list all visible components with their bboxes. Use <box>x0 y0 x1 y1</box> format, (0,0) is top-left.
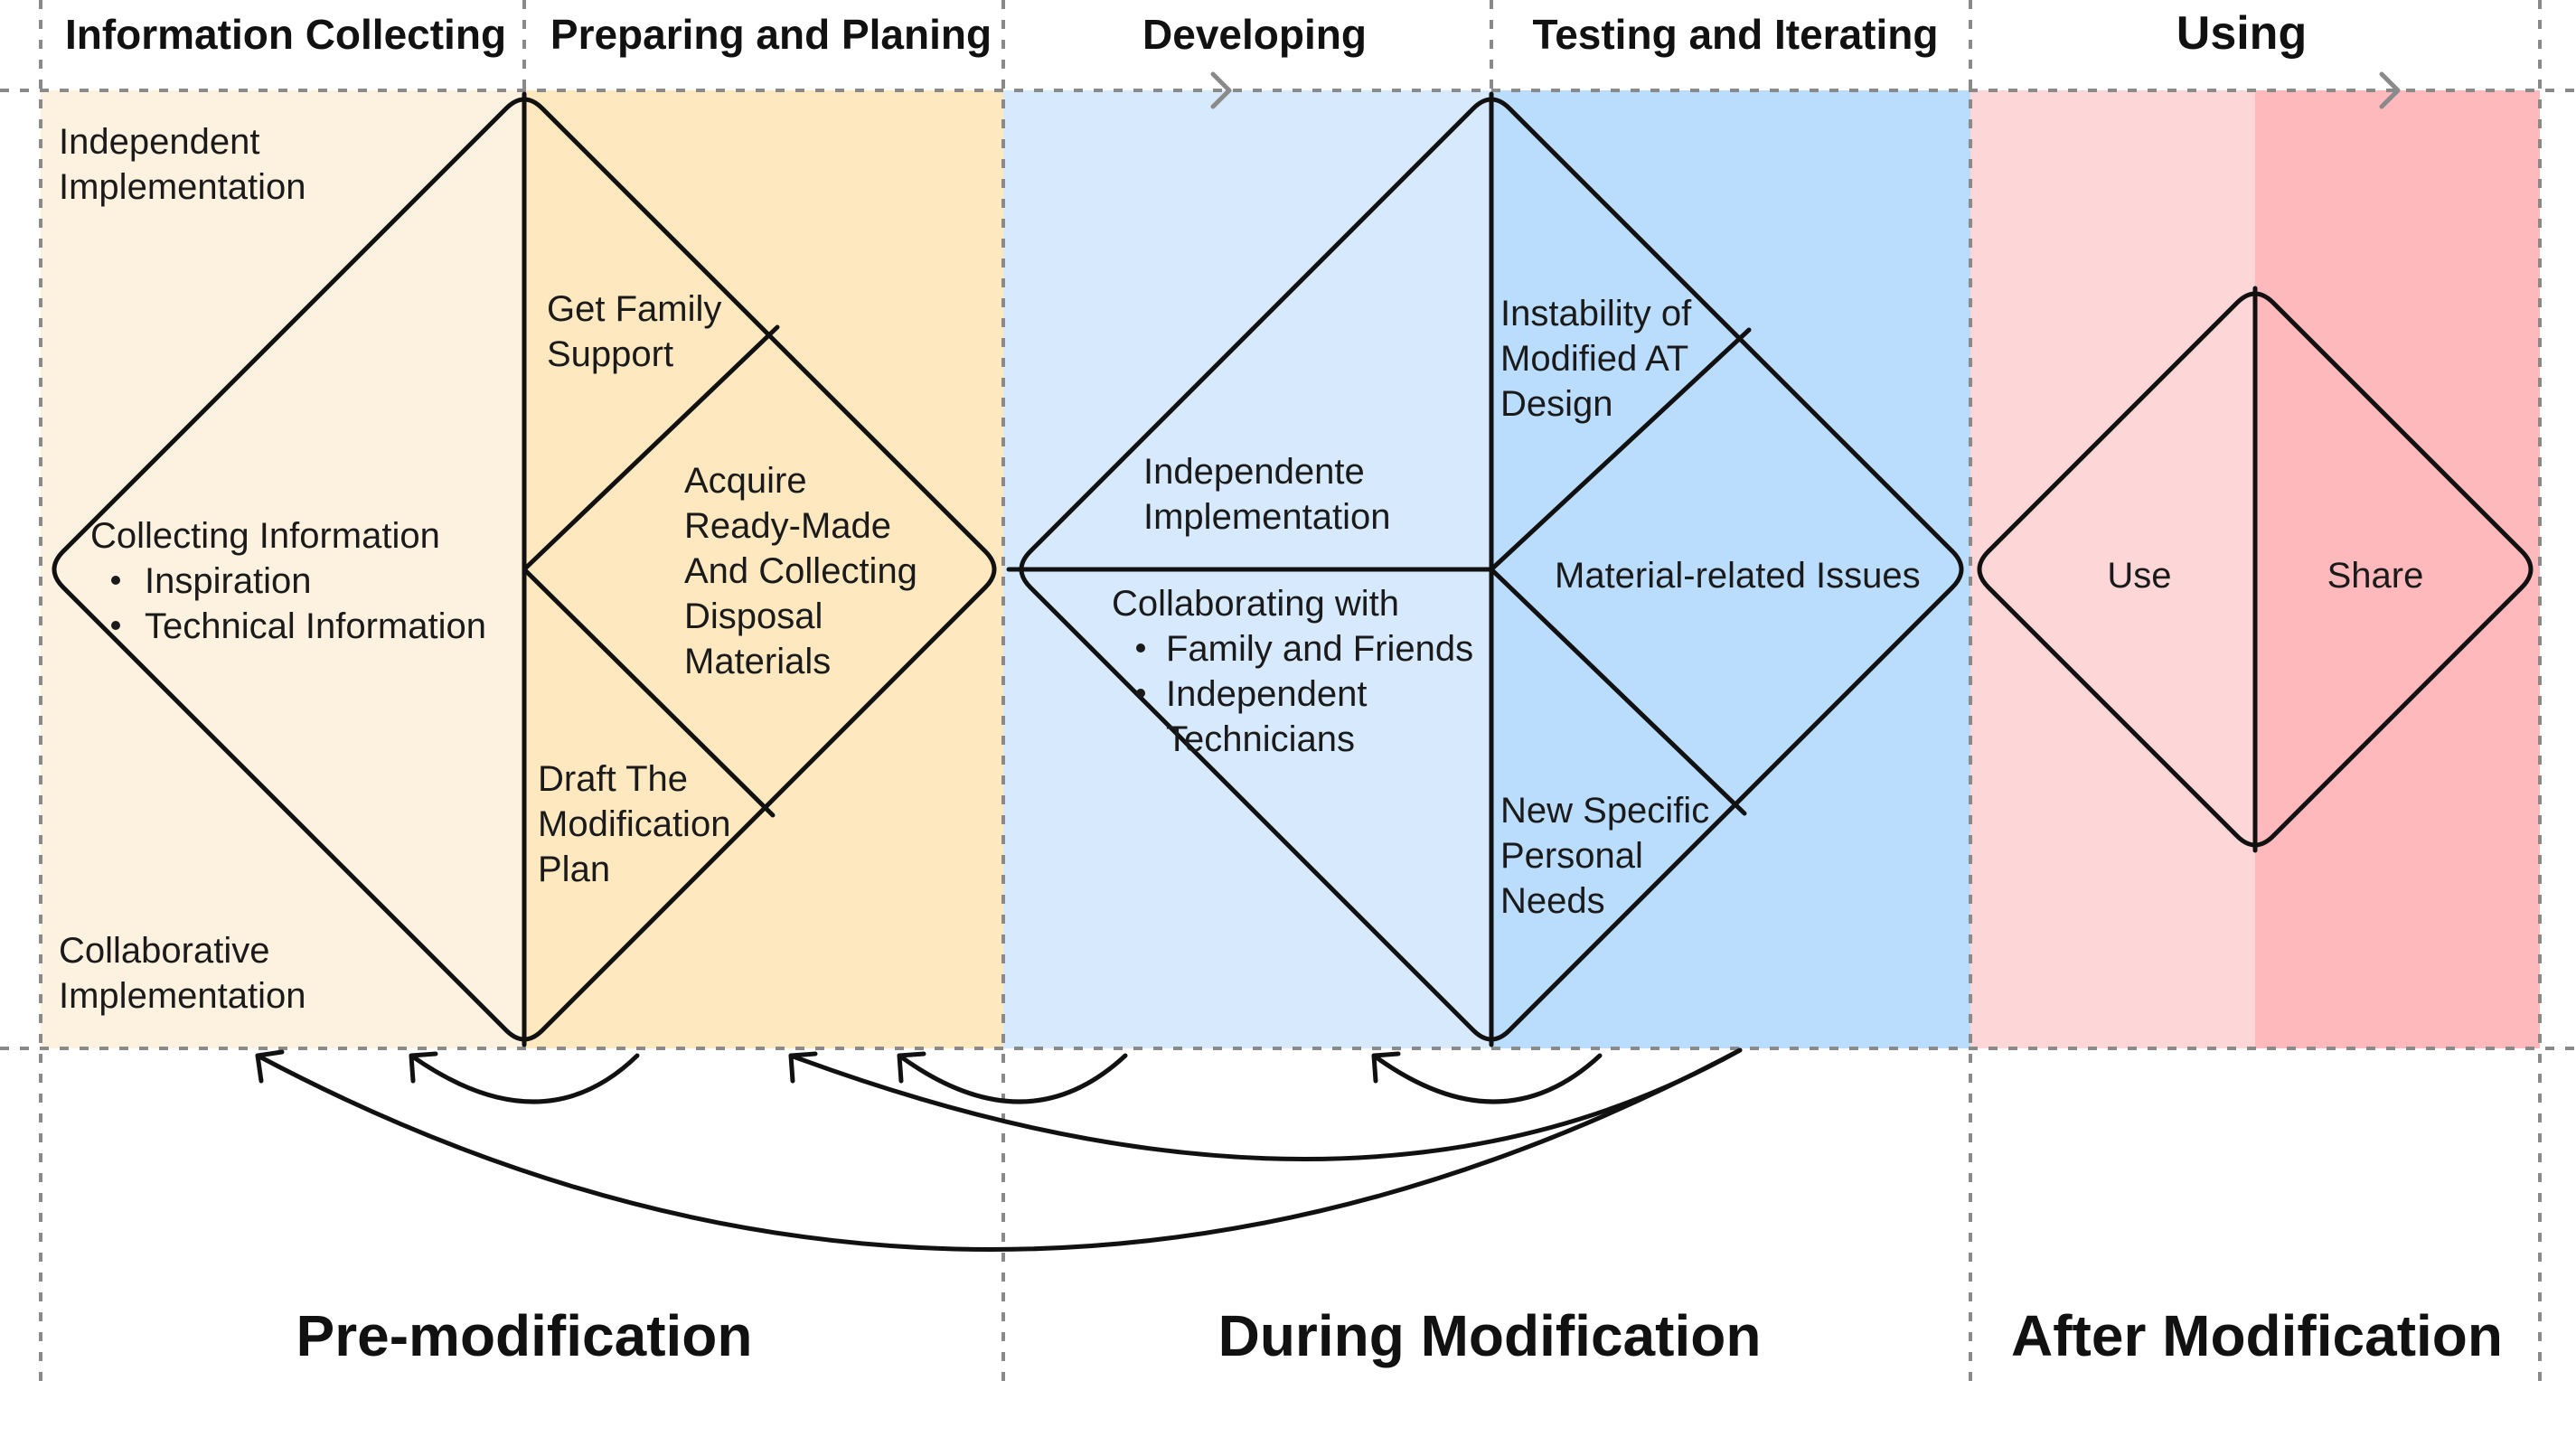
testing-band <box>1491 90 1970 1048</box>
list-item: Inspiration <box>145 561 312 601</box>
after-modification-diamond <box>1977 286 2534 853</box>
phase-header-using: Using <box>2176 7 2307 60</box>
collaborating-with-list: Family and Friends Independent Technicia… <box>1136 629 1473 759</box>
bullet-icon <box>111 576 120 585</box>
info-collecting-band <box>41 90 524 1048</box>
arrowhead-icon <box>897 1051 926 1084</box>
arrowhead-icon <box>255 1049 285 1084</box>
collecting-information-label: Collecting Information <box>90 516 440 556</box>
share-band <box>2255 90 2540 1048</box>
use-band <box>1970 90 2255 1048</box>
independente-implementation-label: Independente Implementation <box>1143 452 1390 537</box>
feedback-arrows <box>255 1047 1743 1252</box>
phase-header-test: Testing and Iterating <box>1533 11 1939 58</box>
feedback-arrow <box>1371 1053 1603 1104</box>
share-label: Share <box>2327 556 2424 596</box>
list-item: Independent Technicians <box>1166 674 1377 759</box>
during-modification-diamond <box>1006 91 1964 1047</box>
chevron-right-icon <box>1210 71 1232 109</box>
new-needs-label: New Specific Personal Needs <box>1500 791 1719 921</box>
material-issues-label: Material-related Issues <box>1555 556 1921 596</box>
collecting-information-list: Inspiration Technical Information <box>111 561 486 646</box>
list-item: Technical Information <box>145 606 486 646</box>
pre-modification-diamond <box>52 91 997 1047</box>
phase-header-info: Information Collecting <box>65 11 506 58</box>
arrowhead-icon <box>409 1051 438 1084</box>
list-item: Family and Friends <box>1166 629 1473 669</box>
collaborative-implementation-note: Collaborative Implementation <box>59 931 306 1016</box>
use-label: Use <box>2107 556 2171 596</box>
dashed-grid <box>0 0 2576 1392</box>
feedback-arrow <box>788 1047 1743 1161</box>
feedback-arrow <box>409 1053 640 1104</box>
stage-label-after: After Modification <box>2011 1303 2503 1368</box>
phase-header-prep: Preparing and Planing <box>550 11 992 58</box>
get-family-support-label: Get Family Support <box>547 289 731 374</box>
draft-plan-label: Draft The Modification Plan <box>538 759 741 889</box>
acquire-materials-label: Acquire Ready-Made And Collecting Dispos… <box>684 461 927 681</box>
instability-label: Instability of Modified AT Design <box>1500 294 1701 424</box>
phase-header-dev: Developing <box>1142 11 1367 58</box>
arrowhead-icon <box>1371 1051 1401 1084</box>
feedback-arrow <box>255 1047 1743 1252</box>
bullet-icon <box>1136 689 1145 698</box>
arrowhead-icon <box>788 1051 818 1084</box>
bullet-icon <box>111 621 120 630</box>
preparing-band <box>524 90 1003 1048</box>
chevron-right-icon <box>2379 71 2401 109</box>
bullet-icon <box>1136 643 1145 653</box>
independent-implementation-note: Independent Implementation <box>59 122 306 207</box>
stage-label-pre: Pre-modification <box>296 1303 753 1368</box>
stage-label-during: During Modification <box>1218 1303 1762 1368</box>
feedback-arrow <box>897 1053 1128 1104</box>
collaborating-with-label: Collaborating with <box>1112 584 1399 624</box>
